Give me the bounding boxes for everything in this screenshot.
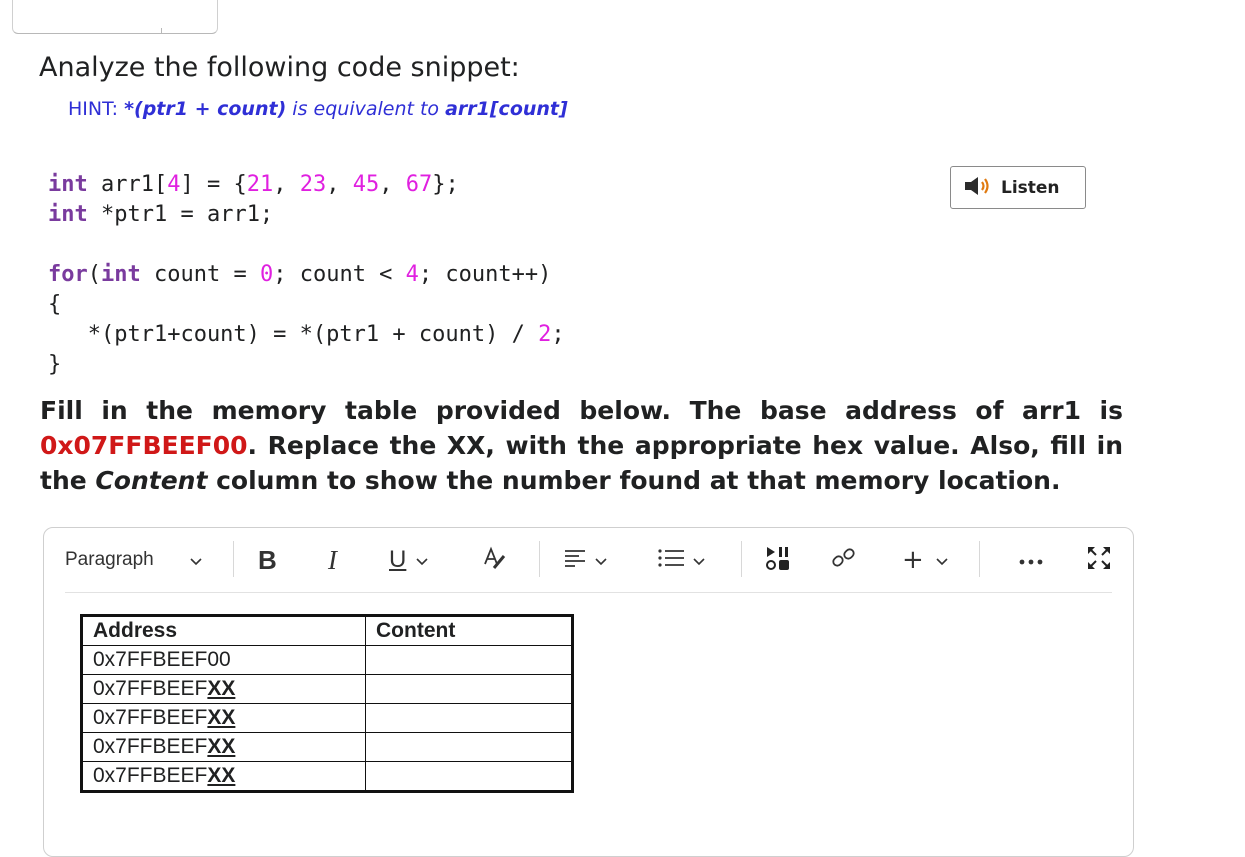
- address-cell[interactable]: 0x7FFBEEFXX: [81, 674, 366, 704]
- block-format-select[interactable]: Paragraph: [65, 542, 202, 578]
- code-line-7: }: [48, 352, 62, 377]
- bold-button[interactable]: B: [258, 544, 277, 575]
- plus-icon: +: [902, 545, 924, 575]
- toolbar-divider: [65, 592, 1112, 593]
- table-header-row: Address Content: [81, 615, 573, 646]
- address-cell[interactable]: 0x7FFBEEFXX: [81, 761, 366, 792]
- chevron-down-icon: [936, 551, 948, 570]
- fullscreen-button[interactable]: [1086, 542, 1112, 578]
- code-line-4: for(int count = 0; count < 4; count++): [48, 262, 552, 287]
- question-title: Analyze the following code snippet:: [39, 52, 520, 83]
- address-prefix: 0x7FFBEEF: [93, 677, 208, 700]
- speaker-icon: [963, 175, 993, 201]
- table-row: 0x7FFBEEFXX: [81, 703, 573, 733]
- insert-more-button[interactable]: +: [902, 542, 948, 578]
- address-prefix: 0x7FFBEEF00: [93, 648, 231, 671]
- content-word: Content: [95, 466, 208, 495]
- memory-table: Address Content 0x7FFBEEF00 0x7FFBEEFXX …: [80, 614, 574, 793]
- address-suffix: XX: [207, 677, 236, 700]
- listen-button[interactable]: Listen: [950, 166, 1086, 209]
- address-cell[interactable]: 0x7FFBEEFXX: [81, 703, 366, 733]
- hint-text: HINT: *(ptr1 + count) is equivalent to a…: [68, 98, 568, 120]
- underline-label: U: [389, 546, 407, 573]
- address-prefix: 0x7FFBEEF: [93, 764, 208, 787]
- hint-expression-2: arr1[count]: [445, 98, 568, 120]
- table-row: 0x7FFBEEFXX: [81, 761, 573, 792]
- rich-text-editor[interactable]: Paragraph B I U: [43, 527, 1134, 857]
- code-line-2: int *ptr1 = arr1;: [48, 202, 274, 227]
- address-prefix: 0x7FFBEEF: [93, 706, 208, 729]
- chevron-down-icon: [416, 551, 428, 570]
- instructions-part-3: column to show the number found at that …: [207, 466, 1061, 495]
- code-line-1: int arr1[4] = {21, 23, 45, 67};: [48, 172, 459, 197]
- hint-label: HINT:: [68, 98, 119, 120]
- align-button[interactable]: [563, 542, 607, 578]
- code-line-5: {: [48, 292, 62, 317]
- insert-link-button[interactable]: [830, 542, 858, 578]
- insert-media-button[interactable]: [764, 542, 792, 578]
- content-cell[interactable]: [365, 674, 573, 704]
- code-snippet: int arr1[4] = {21, 23, 45, 67}; int *ptr…: [48, 170, 565, 380]
- hint-middle: is equivalent to: [286, 98, 446, 120]
- content-cell[interactable]: [365, 761, 573, 792]
- chevron-down-icon: [190, 551, 202, 570]
- chevron-down-icon: [595, 551, 607, 570]
- content-cell[interactable]: [365, 732, 573, 762]
- address-suffix: XX: [207, 706, 236, 729]
- numbered-list-icon: [657, 547, 685, 573]
- content-header: Content: [365, 615, 573, 646]
- code-line-6: *(ptr1+count) = *(ptr1 + count) / 2;: [48, 322, 565, 347]
- more-options-button[interactable]: [1018, 542, 1044, 578]
- italic-button[interactable]: I: [328, 544, 337, 575]
- text-color-icon: [482, 546, 508, 574]
- link-icon: [830, 544, 858, 576]
- underline-button[interactable]: U: [389, 542, 428, 578]
- media-icon: [764, 544, 792, 576]
- top-tab-fragment: [12, 0, 218, 34]
- table-row: 0x7FFBEEF00: [81, 645, 573, 675]
- instructions: Fill in the memory table provided below.…: [40, 393, 1123, 498]
- instructions-part-1: Fill in the memory table provided below.…: [40, 396, 1123, 425]
- address-suffix: XX: [207, 764, 236, 787]
- editor-toolbar: Paragraph B I U: [44, 528, 1133, 592]
- list-button[interactable]: [657, 542, 705, 578]
- expand-icon: [1086, 545, 1112, 575]
- address-cell[interactable]: 0x7FFBEEF00: [81, 645, 366, 675]
- content-cell[interactable]: [365, 703, 573, 733]
- table-row: 0x7FFBEEFXX: [81, 732, 573, 762]
- block-format-label: Paragraph: [65, 549, 154, 570]
- content-cell[interactable]: [365, 645, 573, 675]
- address-suffix: XX: [207, 735, 236, 758]
- text-color-button[interactable]: [482, 542, 508, 578]
- address-cell[interactable]: 0x7FFBEEFXX: [81, 732, 366, 762]
- table-row: 0x7FFBEEFXX: [81, 674, 573, 704]
- chevron-down-icon: [693, 551, 705, 570]
- address-header: Address: [81, 615, 366, 646]
- listen-label: Listen: [1001, 177, 1060, 198]
- align-left-icon: [563, 548, 587, 572]
- address-prefix: 0x7FFBEEF: [93, 735, 208, 758]
- ellipsis-icon: [1018, 551, 1044, 570]
- hint-expression-1: *(ptr1 + count): [124, 98, 287, 120]
- base-address: 0x07FFBEEF00: [40, 431, 248, 460]
- instructions-part-2: . Replace the XX, with the appropriate h…: [40, 431, 1123, 495]
